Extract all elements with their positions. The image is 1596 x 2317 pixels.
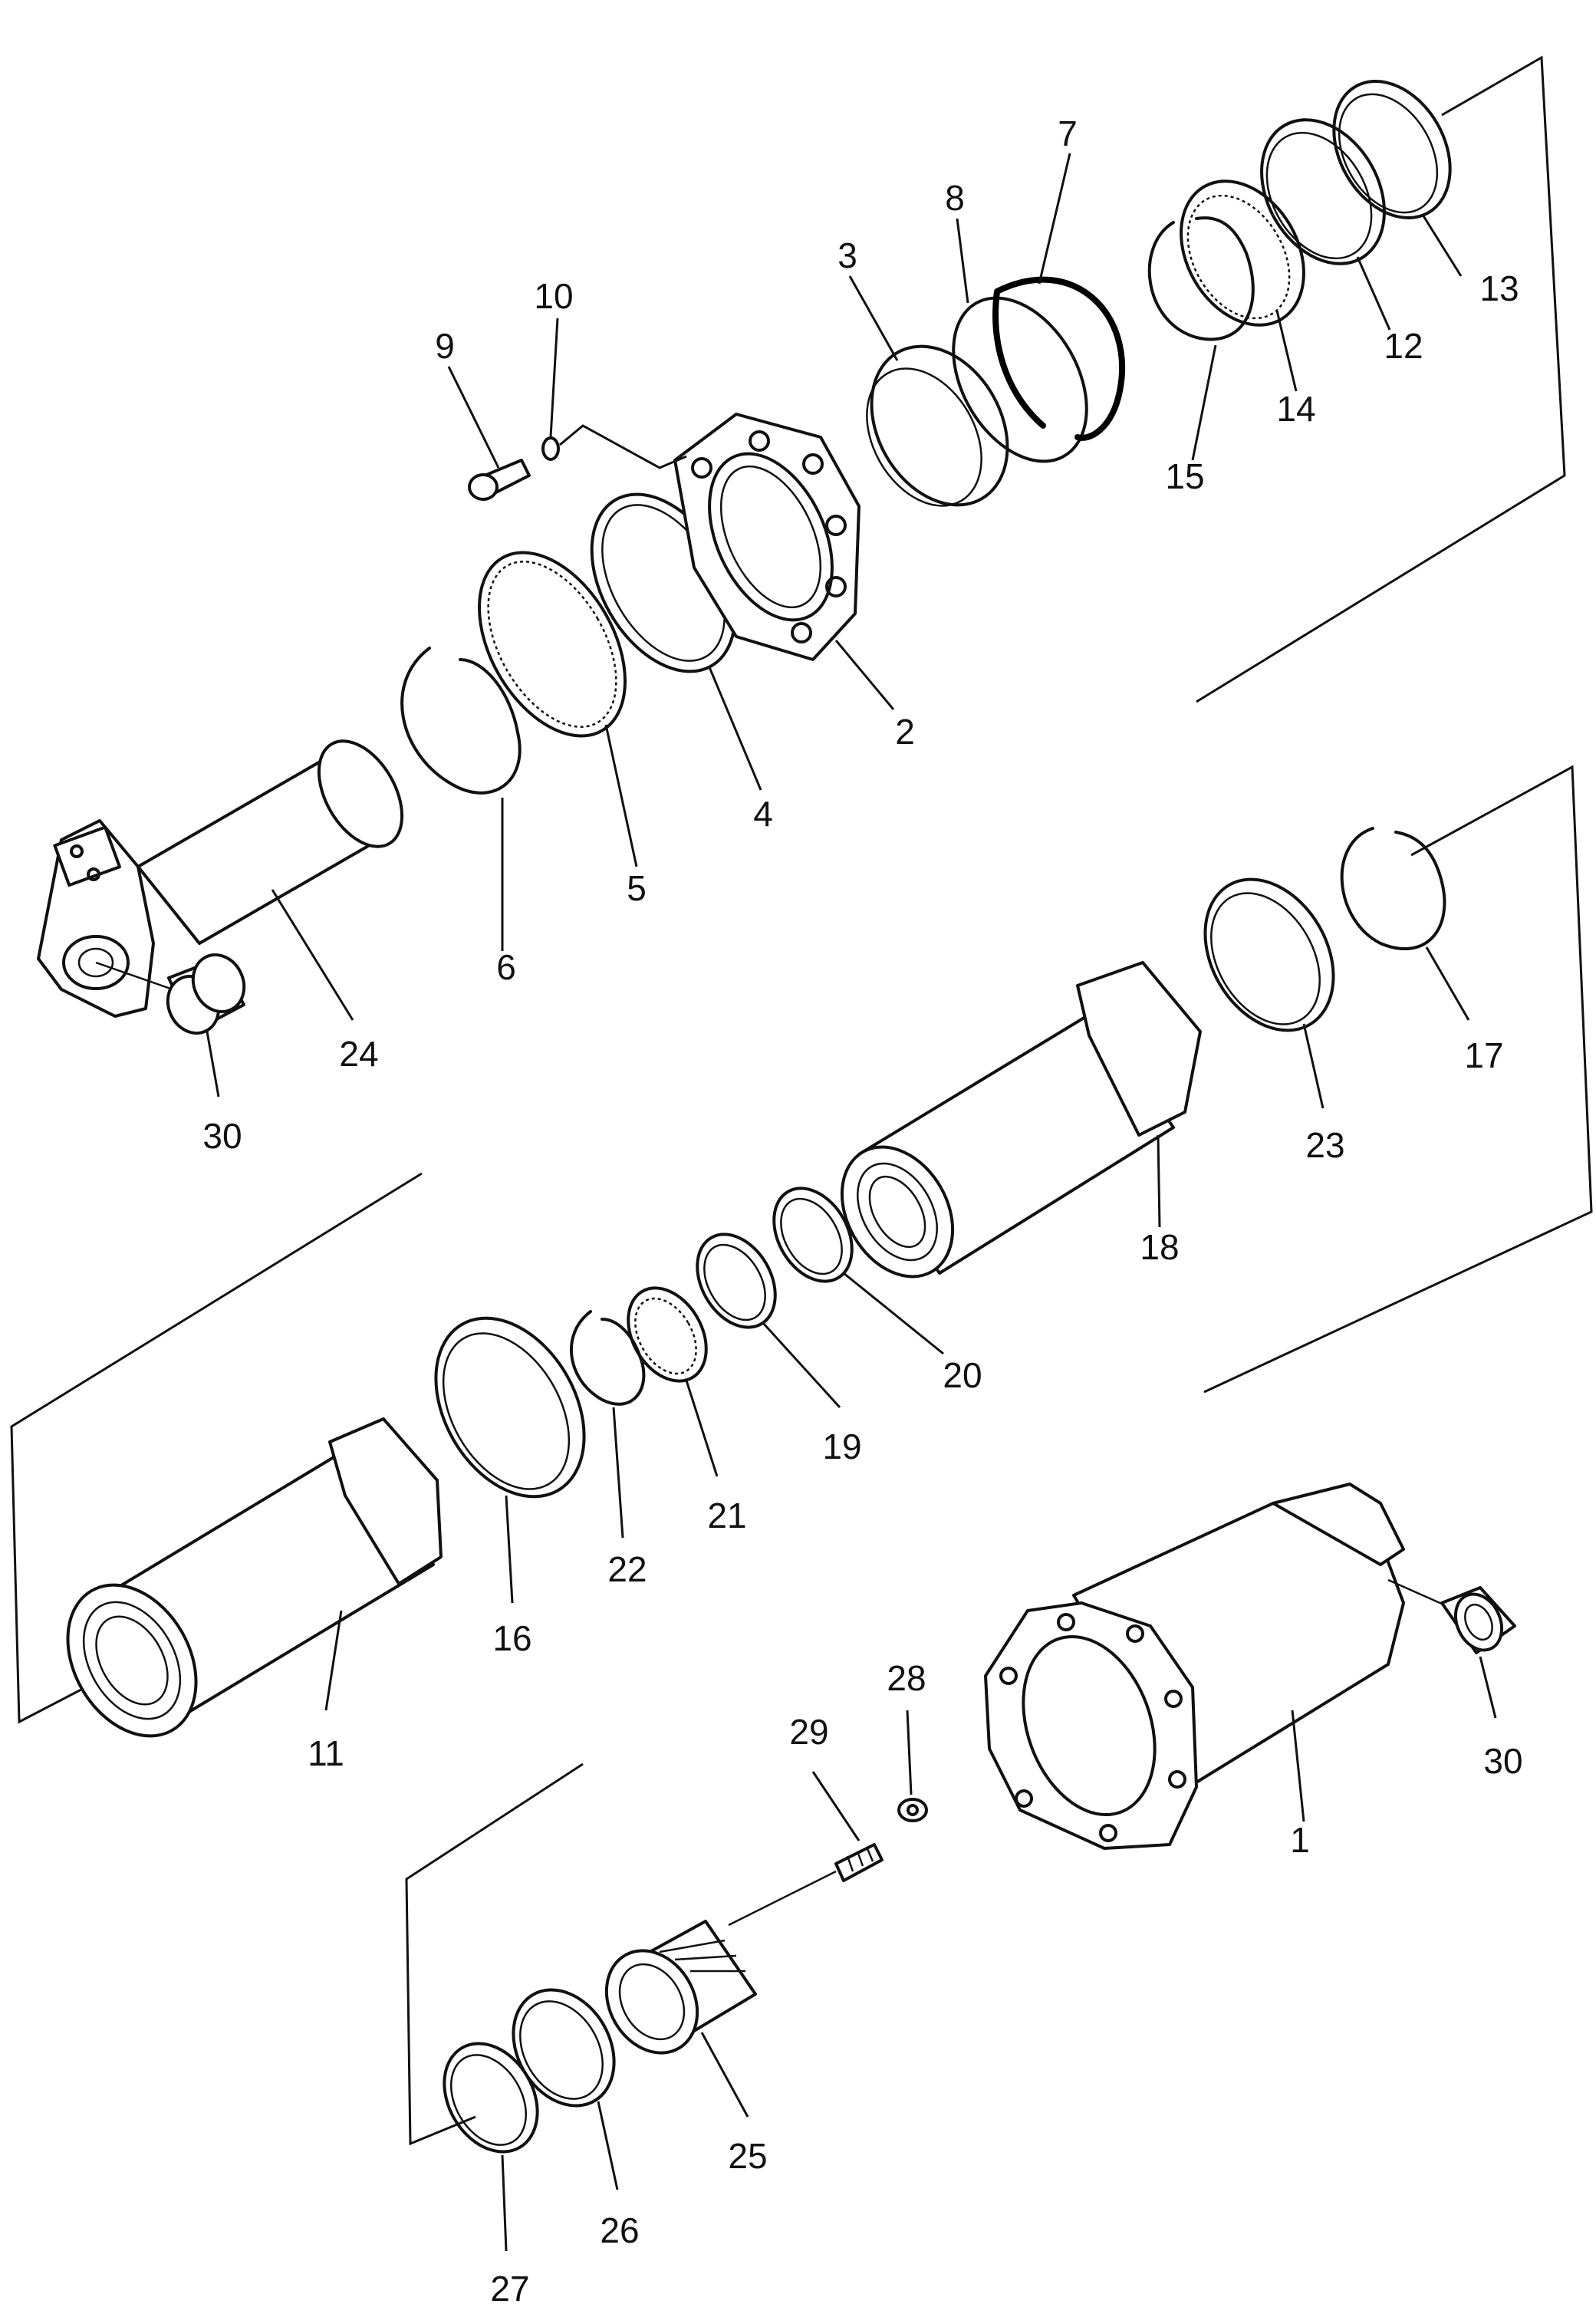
snap-ring-15 <box>1147 216 1255 341</box>
cylinder-head-2 <box>673 413 861 661</box>
snap-ring-17 <box>1340 827 1446 950</box>
ring-13 <box>1332 79 1452 220</box>
callout-11: 11 <box>308 1733 344 1773</box>
callout-14: 14 <box>1276 389 1315 429</box>
ring-3 <box>866 344 1009 507</box>
callout-17: 17 <box>1464 1035 1503 1075</box>
snap-ring-6 <box>400 647 522 795</box>
callout-9: 9 <box>435 326 455 366</box>
ring-16 <box>434 1316 586 1499</box>
cylinder-11 <box>66 1417 443 1738</box>
callout-21: 21 <box>707 1496 746 1535</box>
callout-30-left: 30 <box>202 1116 242 1156</box>
snap-ring-22 <box>570 1310 646 1406</box>
nut-28 <box>897 1798 928 1822</box>
ring-12 <box>1260 118 1386 265</box>
piston-25 <box>604 1920 757 2055</box>
callout-15: 15 <box>1165 456 1204 496</box>
callout-13: 13 <box>1479 268 1519 308</box>
cylinder-body-1 <box>984 1483 1458 1850</box>
stud-29 <box>834 1843 884 1882</box>
callout-29: 29 <box>789 1712 828 1752</box>
ring-27 <box>443 2042 539 2154</box>
callout-30-right: 30 <box>1483 1741 1522 1781</box>
callout-28: 28 <box>887 1658 926 1698</box>
seal-5 <box>478 551 627 738</box>
cylinder-18 <box>840 961 1202 1279</box>
callout-8: 8 <box>945 178 965 218</box>
washer-10 <box>541 436 560 461</box>
callout-3: 3 <box>837 235 857 275</box>
callout-24: 24 <box>339 1034 378 1074</box>
callout-20: 20 <box>943 1355 982 1395</box>
callout-16: 16 <box>492 1618 531 1658</box>
callout-27: 27 <box>490 2269 529 2309</box>
bushing-30-left <box>166 953 246 1035</box>
ring-8 <box>952 296 1088 463</box>
frame-bottom-group <box>405 1762 584 2146</box>
callout-7: 7 <box>1058 114 1078 153</box>
bushing-30-right <box>1440 1586 1516 1654</box>
ring-23 <box>1203 877 1335 1032</box>
ring-20 <box>772 1186 854 1283</box>
seal-14 <box>1180 179 1305 327</box>
leader-stud-to-piston <box>728 1870 837 1927</box>
callout-12: 12 <box>1384 326 1423 366</box>
o-ring-7 <box>992 276 1126 441</box>
callout-26: 26 <box>600 2210 639 2250</box>
frame-middle-group <box>1203 765 1593 1394</box>
callout-19: 19 <box>822 1427 861 1466</box>
callout-23: 23 <box>1305 1125 1344 1165</box>
callout-22: 22 <box>607 1549 647 1589</box>
leader-washer-to-head <box>559 424 687 469</box>
callout-25: 25 <box>728 2136 767 2176</box>
callout-1: 1 <box>1290 1820 1310 1860</box>
ring-19 <box>696 1233 777 1329</box>
leader-lines <box>206 153 1497 2252</box>
frame-upper-group <box>1196 55 1566 703</box>
callout-10: 10 <box>534 276 573 316</box>
callout-4: 4 <box>753 794 773 834</box>
callout-2: 2 <box>895 712 915 752</box>
rod-assembly-24 <box>37 739 404 1018</box>
frame-left-group <box>10 1172 423 1724</box>
callout-18: 18 <box>1140 1227 1179 1267</box>
callout-6: 6 <box>496 947 516 987</box>
bolt-9 <box>468 459 531 501</box>
callout-5: 5 <box>627 868 647 908</box>
